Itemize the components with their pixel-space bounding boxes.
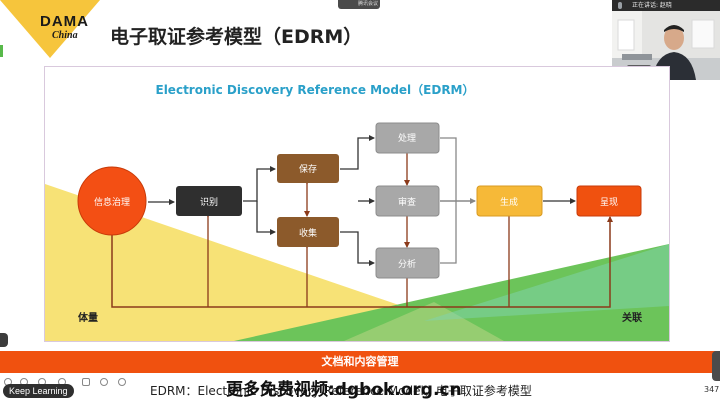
arrow-identify-preserve bbox=[243, 166, 276, 202]
watermark-text: 更多免费视频:dgbok.org.cn bbox=[226, 380, 462, 400]
node-analyze bbox=[375, 247, 440, 279]
arrow-identify-collect bbox=[256, 201, 276, 235]
label-info-governance: 信息治理 bbox=[94, 196, 130, 208]
diagram-title: Electronic Discovery Reference Model（EDR… bbox=[155, 83, 475, 97]
edrm-diagram: 信息治理 识别 保存 收集 处理 审查 分析 生成 呈现 体量 关联 bbox=[45, 122, 669, 341]
label-relevance: 关联 bbox=[622, 311, 642, 324]
label-review: 审查 bbox=[398, 196, 416, 208]
page-number: 347 bbox=[704, 385, 720, 394]
label-collect: 收集 bbox=[299, 227, 317, 239]
feedback-loop-line bbox=[109, 216, 613, 308]
node-preserve bbox=[277, 154, 339, 183]
camera-icon[interactable] bbox=[82, 378, 90, 386]
label-volume: 体量 bbox=[78, 311, 98, 324]
label-produce: 生成 bbox=[500, 196, 518, 208]
keep-learning-button[interactable]: Keep Learning bbox=[3, 384, 74, 398]
node-process bbox=[375, 122, 440, 154]
label-preserve: 保存 bbox=[299, 163, 317, 175]
green-wedge bbox=[234, 244, 669, 341]
label-identify: 识别 bbox=[200, 197, 218, 208]
label-present: 呈现 bbox=[600, 197, 618, 208]
label-process: 处理 bbox=[398, 132, 416, 144]
teal-wedge bbox=[424, 244, 669, 321]
node-info-governance bbox=[77, 166, 147, 236]
node-identify bbox=[176, 186, 242, 216]
arrow-to-process bbox=[340, 135, 375, 170]
logo-sub: China bbox=[52, 30, 78, 41]
control-icon-7[interactable] bbox=[118, 378, 126, 386]
right-panel-handle[interactable] bbox=[712, 351, 720, 381]
banner: 文档和内容管理 bbox=[0, 351, 720, 373]
node-collect bbox=[277, 217, 339, 247]
left-panel-handle[interactable] bbox=[0, 333, 8, 347]
side-marker bbox=[0, 45, 3, 57]
label-analyze: 分析 bbox=[398, 258, 416, 270]
logo-triangle bbox=[0, 0, 100, 58]
node-review bbox=[375, 185, 440, 217]
caption: EDRM：Electronic Discovery Reference Mode… bbox=[150, 384, 532, 398]
mic-icon bbox=[618, 2, 622, 9]
arrow-to-analyze bbox=[340, 231, 375, 266]
logo-brand: DAMA bbox=[40, 13, 89, 30]
node-present bbox=[576, 185, 642, 217]
slide-title: 电子取证参考模型（EDRM） bbox=[110, 26, 363, 48]
speaker-status: 正在讲话: 赵晓 bbox=[612, 0, 720, 11]
blend-wedge bbox=[344, 302, 504, 341]
control-icon-6[interactable] bbox=[100, 378, 108, 386]
node-produce bbox=[476, 185, 543, 217]
meeting-pill[interactable]: 腾讯会议 bbox=[338, 0, 380, 9]
